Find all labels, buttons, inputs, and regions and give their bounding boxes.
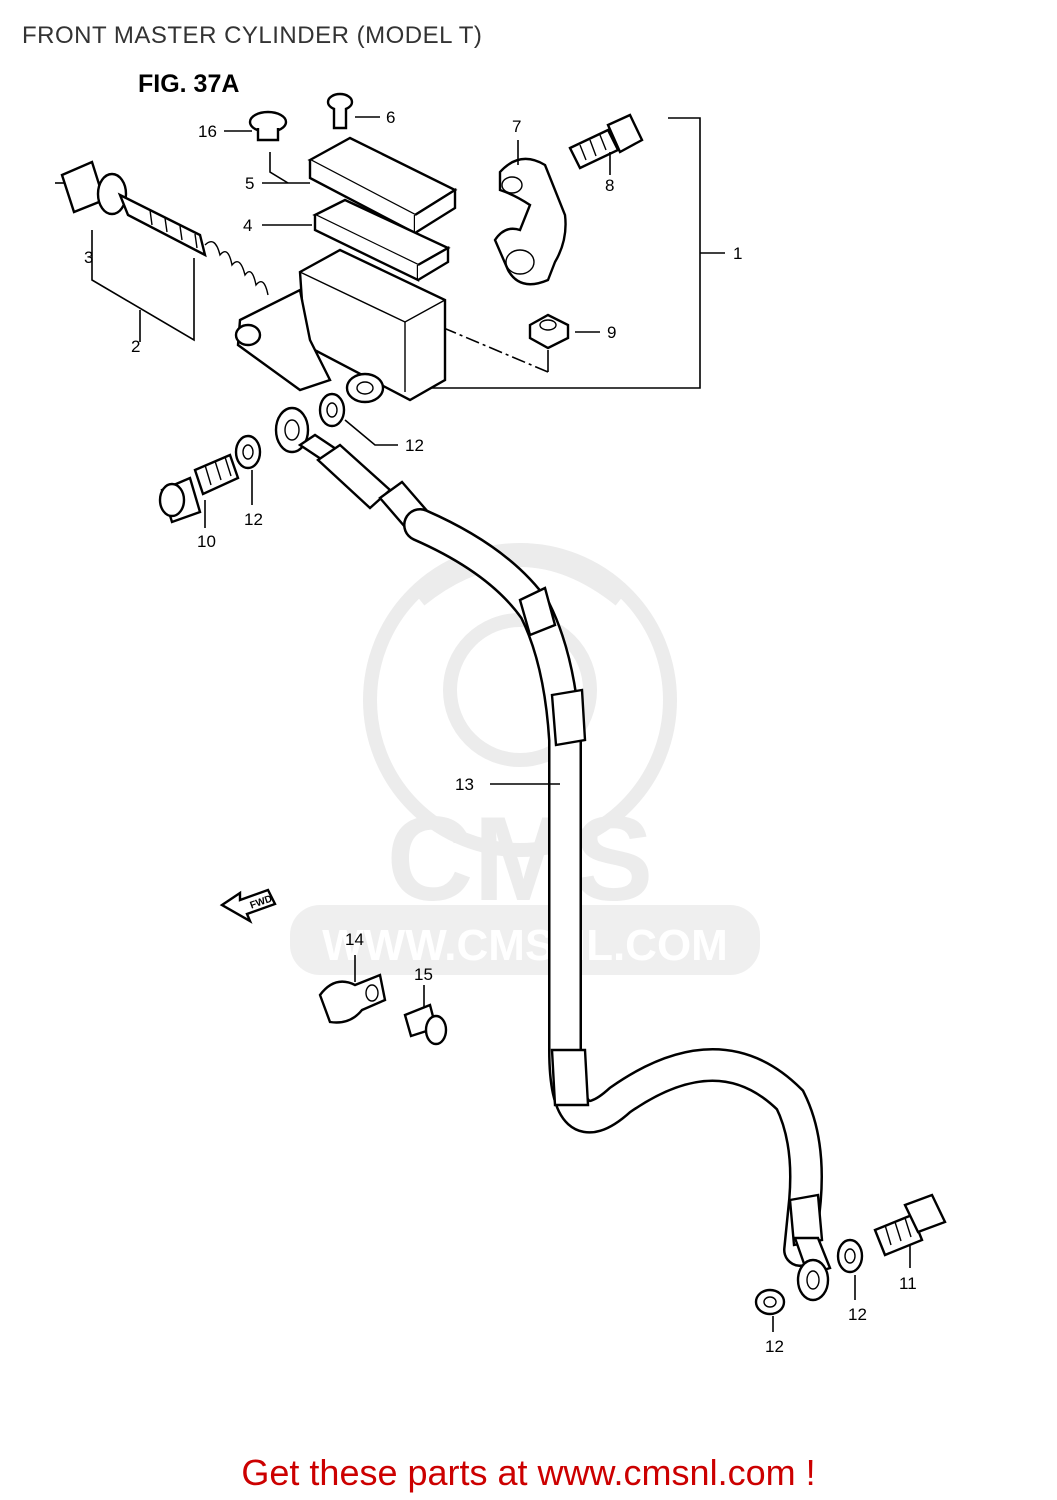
- callout-4: 4: [243, 216, 252, 235]
- footer-link-text[interactable]: Get these parts at www.cmsnl.com !: [241, 1452, 816, 1493]
- part-12-washer-lower-left: [754, 1288, 786, 1332]
- callout-7: 7: [512, 117, 521, 136]
- part-5-reservoir-cap: [262, 136, 458, 235]
- part-16-cap: [224, 110, 288, 142]
- fwd-arrow-icon: FWD: [219, 888, 277, 924]
- part-13-brake-hose: [274, 406, 832, 1302]
- part-9-nut: [528, 313, 600, 350]
- callout-3: 3: [84, 248, 93, 267]
- callout-labels: 1 2 3 4 5 6 7 8 9 10 11 12 12 12 12 13 1…: [84, 108, 917, 1356]
- callout-9: 9: [607, 323, 616, 342]
- watermark-url-band: [290, 905, 760, 975]
- callout-bracket-1: [430, 117, 701, 389]
- callout-13: 13: [455, 775, 474, 794]
- callout-12-lower-left: 12: [765, 1337, 784, 1356]
- callout-14: 14: [345, 930, 364, 949]
- figure-label: FIG. 37A: [138, 70, 239, 98]
- part-11-banjo-bolt: [873, 1193, 947, 1268]
- part-4-diaphragm: [262, 198, 451, 282]
- part-8-bolt: [568, 113, 644, 175]
- callout-12-left: 12: [244, 510, 263, 529]
- part-6-screw: [326, 92, 380, 130]
- part-7-clamp: [493, 140, 567, 286]
- watermark-mascot-icon: [363, 543, 677, 857]
- part-12-washer-upper: [318, 392, 398, 446]
- callout-8: 8: [605, 176, 614, 195]
- watermark-logo-text: CMS: [387, 792, 654, 926]
- callout-2: 2: [131, 337, 140, 356]
- master-cylinder-body: [234, 248, 447, 404]
- page-title: FRONT MASTER CYLINDER (MODEL T): [22, 22, 483, 49]
- part-14-hose-clamp: [318, 955, 387, 1024]
- callout-12-upper: 12: [405, 436, 424, 455]
- callout-1: 1: [733, 244, 742, 263]
- callout-15: 15: [414, 965, 433, 984]
- part-10-banjo-bolt: [158, 453, 240, 528]
- callout-12-lower-right: 12: [848, 1305, 867, 1324]
- part-12-washer-lower-right: [836, 1238, 864, 1300]
- part-12-washer-left: [234, 434, 262, 505]
- callout-5: 5: [245, 174, 254, 193]
- watermark-url-text: WWW.CMSNL.COM: [322, 921, 728, 970]
- watermark: CMS WWW.CMSNL.COM: [290, 543, 760, 975]
- callout-11: 11: [899, 1274, 917, 1293]
- callout-6: 6: [386, 108, 395, 127]
- callout-16: 16: [198, 122, 217, 141]
- part-15-screw: [403, 985, 448, 1046]
- callout-10: 10: [197, 532, 216, 551]
- part-2-piston-assembly: [55, 160, 269, 342]
